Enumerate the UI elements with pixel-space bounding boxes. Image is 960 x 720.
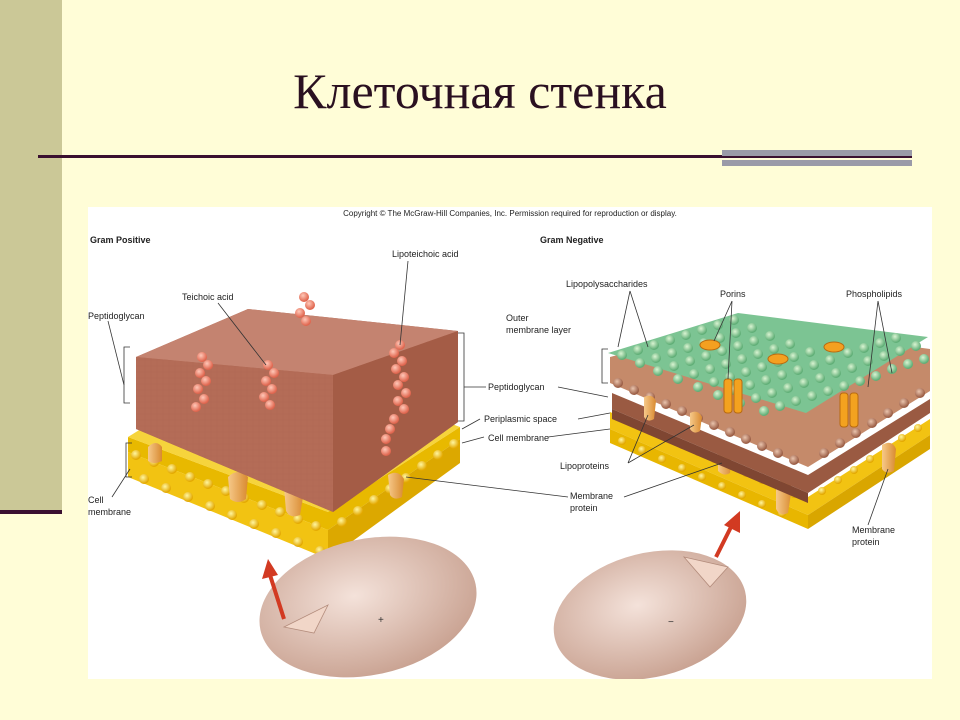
label-periplasmic-space: Periplasmic space bbox=[484, 414, 557, 424]
gn-label-membrane-protein-line1: Membrane bbox=[852, 525, 895, 535]
gram-negative-cell: − bbox=[553, 550, 747, 680]
label-membrane-protein-line2: protein bbox=[570, 503, 598, 513]
copyright-text: Copyright © The McGraw-Hill Companies, I… bbox=[343, 209, 677, 218]
gp-label-lipoteichoic-acid: Lipoteichoic acid bbox=[392, 249, 459, 259]
cell-wall-figure: Copyright © The McGraw-Hill Companies, I… bbox=[88, 207, 932, 680]
gram-negative-peptidoglycan-layer bbox=[612, 393, 930, 503]
gn-label-outer-membrane-line2: membrane layer bbox=[506, 325, 571, 335]
gn-label-phospholipids: Phospholipids bbox=[846, 289, 903, 299]
gp-label-cell-membrane-line1: Cell bbox=[88, 495, 104, 505]
gp-label-teichoic-acid: Teichoic acid bbox=[182, 292, 234, 302]
label-cell-membrane: Cell membrane bbox=[488, 433, 549, 443]
gram-negative-outer-membrane bbox=[608, 313, 930, 467]
gn-label-outer-membrane-line1: Outer bbox=[506, 313, 529, 323]
gn-charge-sign: − bbox=[668, 617, 674, 628]
label-membrane-protein-line1: Membrane bbox=[570, 491, 613, 501]
slide-title: Клеточная стенка bbox=[293, 63, 667, 119]
cell-wall-diagram: Copyright © The McGraw-Hill Companies, I… bbox=[88, 209, 930, 680]
teichoic-acid-chains bbox=[191, 292, 315, 412]
side-decor-band bbox=[0, 0, 62, 512]
gram-negative-heading: Gram Negative bbox=[540, 235, 604, 245]
side-decor-rule bbox=[0, 510, 62, 514]
gp-zoom-arrow-icon bbox=[262, 559, 278, 579]
gp-label-cell-membrane-line2: membrane bbox=[88, 507, 131, 517]
gram-positive-heading: Gram Positive bbox=[90, 235, 151, 245]
gp-charge-sign: + bbox=[378, 615, 384, 626]
gn-label-lipoproteins: Lipoproteins bbox=[560, 461, 610, 471]
gn-zoom-arrow-icon bbox=[724, 511, 740, 533]
gn-label-lipopolysaccharides: Lipopolysaccharides bbox=[566, 279, 648, 289]
title-accent-bar-top bbox=[722, 150, 912, 156]
label-peptidoglycan: Peptidoglycan bbox=[488, 382, 545, 392]
gn-label-porins: Porins bbox=[720, 289, 746, 299]
gram-positive-cell: + bbox=[259, 536, 477, 678]
title-underline bbox=[38, 155, 912, 158]
title-accent-bar-bottom bbox=[722, 160, 912, 166]
lipoproteins bbox=[644, 395, 702, 433]
gp-label-peptidoglycan: Peptidoglycan bbox=[88, 311, 145, 321]
gn-label-membrane-protein-line2: protein bbox=[852, 537, 880, 547]
